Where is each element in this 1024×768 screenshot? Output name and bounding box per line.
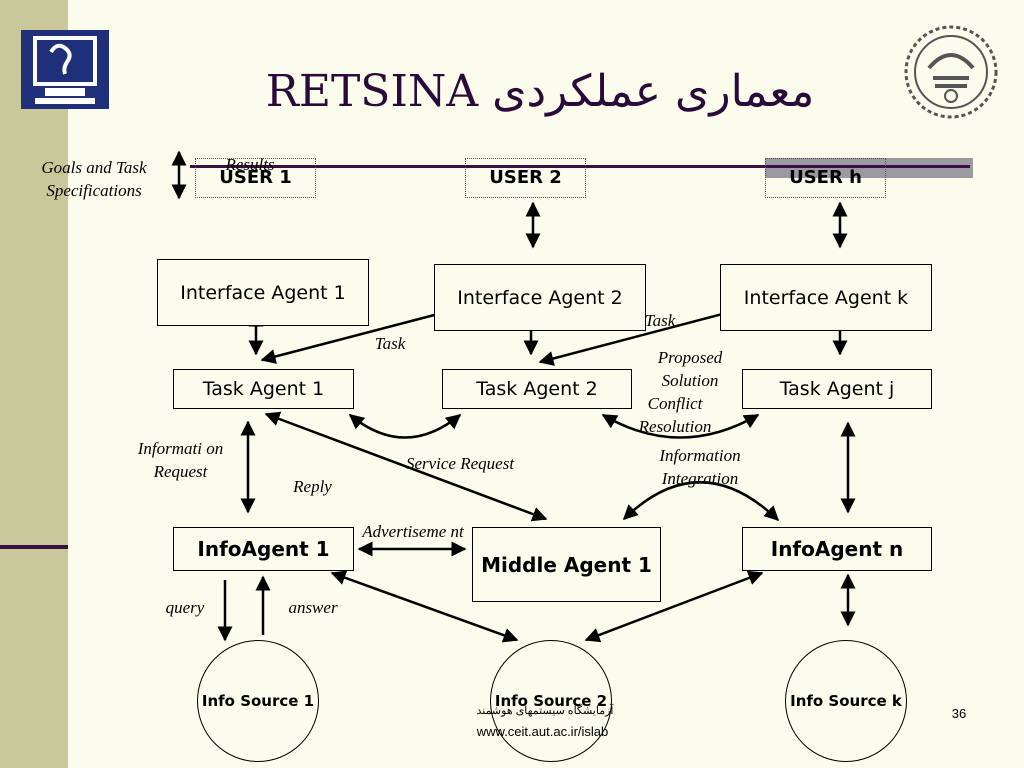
label-results: Results	[225, 155, 275, 174]
left-sidebar	[0, 0, 68, 768]
label-service-request: Service Request	[405, 454, 515, 473]
user-2-box: USER 2	[465, 158, 586, 198]
arrow-task1-middle	[264, 411, 548, 522]
label-task-right: Task	[644, 311, 676, 330]
arrow-integration-middle	[622, 481, 780, 522]
info-agent-1: InfoAgent 1	[173, 527, 354, 571]
user-h-box: USER h	[765, 158, 886, 198]
task-agent-j: Task Agent j	[742, 369, 932, 409]
label-conflict-resolution: Conflict Resolution	[638, 394, 712, 436]
label-advertisement: Advertiseme nt	[362, 522, 464, 541]
user-1-box: USER 1	[195, 158, 316, 198]
page-number: 36	[951, 706, 967, 721]
info-source-1: Info Source 1	[197, 640, 319, 762]
info-agent-n: InfoAgent n	[742, 527, 932, 571]
title-latin: RETSINA	[265, 66, 479, 117]
arrow-infoagentn-source2	[584, 570, 764, 643]
middle-agent-1: Middle Agent 1	[472, 527, 661, 602]
arrow-task2-taskj-curve	[601, 413, 760, 439]
footer-lab-name: آزمایشگاه سیستمهای هوشمند	[476, 705, 614, 717]
label-query: query	[165, 598, 205, 617]
label-proposed-solution: Proposed Solution	[657, 348, 723, 390]
lab-logo-icon	[21, 30, 109, 109]
arrow-task1-task2-curve	[348, 414, 462, 439]
info-source-k: Info Source k	[785, 640, 907, 762]
label-reply: Reply	[293, 477, 332, 496]
interface-agent-1: Interface Agent 1	[157, 259, 369, 326]
university-seal-icon	[903, 24, 999, 120]
task-agent-1: Task Agent 1	[173, 369, 354, 409]
label-task-left: Task	[374, 334, 406, 353]
interface-agent-2: Interface Agent 2	[434, 264, 646, 331]
title-accent-bar	[765, 158, 973, 178]
footer-url[interactable]: www.ceit.aut.ac.ir/islab	[476, 724, 609, 739]
info-source-2: Info Source 2	[490, 640, 612, 762]
page-title: RETSINA معماری عملکردی	[180, 66, 900, 117]
label-information-integration: Information Integration	[659, 446, 741, 488]
label-answer: answer	[288, 598, 338, 617]
label-goals: Goals and Task Specifications	[41, 158, 147, 200]
arrow-infoagent1-source2	[330, 570, 519, 643]
title-underline	[190, 165, 970, 168]
title-persian: معماری عملکردی	[492, 66, 815, 117]
interface-agent-k: Interface Agent k	[720, 264, 932, 331]
task-agent-2: Task Agent 2	[442, 369, 632, 409]
sidebar-accent-line	[0, 545, 68, 549]
label-information-request: Informati on Request	[137, 439, 224, 481]
